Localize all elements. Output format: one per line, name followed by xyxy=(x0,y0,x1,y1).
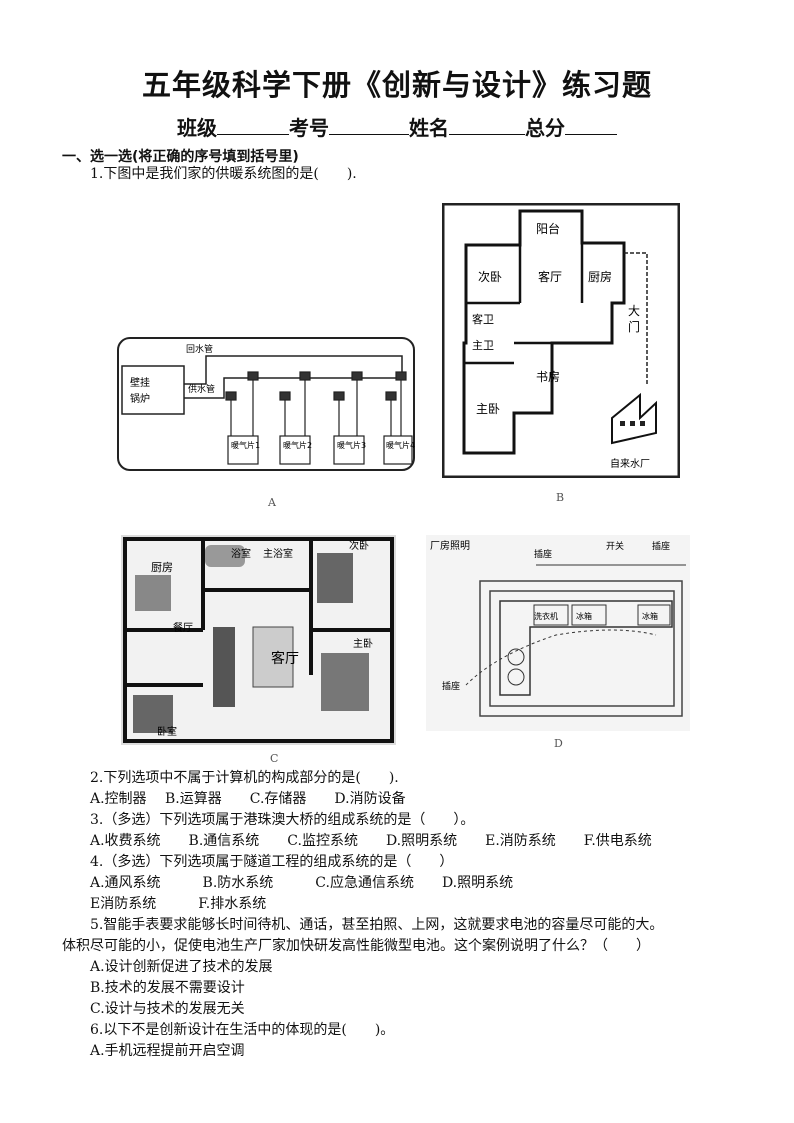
c-room-bedroom: 卧室 xyxy=(157,725,177,738)
figure-a-heating-diagram: 壁挂 锅炉 回水管 供水管 暖气片1 暖气片2 暖气片3 暖气片4 xyxy=(117,337,415,471)
question-2: 2.下列选项中不属于计算机的构成部分的是( ). xyxy=(90,770,399,786)
page-title: 五年级科学下册《创新与设计》练习题 xyxy=(141,68,652,102)
c-room-living: 客厅 xyxy=(271,650,299,667)
return-pipe-label: 回水管 xyxy=(186,343,213,355)
question-3: 3.（多选）下列选项属于港珠澳大桥的组成系统的是（ ）。 xyxy=(90,812,475,828)
question-1: 1.下图中是我们家的供暖系统图的是( ). xyxy=(90,166,357,182)
c-room-dining: 餐厅 xyxy=(173,621,193,634)
room-kitchen: 厨房 xyxy=(588,269,612,284)
room-guest-bath: 客卫 xyxy=(472,312,494,326)
exam-no-blank xyxy=(329,116,409,135)
room-study: 书房 xyxy=(536,369,560,384)
question-2-options: A.控制器 B.运算器 C.存储器 D.消防设备 xyxy=(90,791,406,807)
exam-no-label: 考号 xyxy=(289,116,329,140)
c-room-master-bath: 主浴室 xyxy=(263,547,293,560)
figure-b-caption: B xyxy=(556,491,565,504)
d-item-1: 洗衣机 xyxy=(534,611,558,621)
name-blank xyxy=(449,116,525,135)
question-4-options-row2: E消防系统 F.排水系统 xyxy=(90,896,267,912)
d-item-3: 冰箱 xyxy=(642,611,658,621)
radiator-3-label: 暖气片3 xyxy=(337,440,366,450)
question-4: 4.（多选）下列选项属于隧道工程的组成系统的是（ ） xyxy=(90,854,454,870)
question-5-option-c: C.设计与技术的发展无关 xyxy=(90,1001,245,1017)
score-label: 总分 xyxy=(525,116,565,140)
room-living: 客厅 xyxy=(538,269,562,284)
section-heading: 一、选一选(将正确的序号填到括号里) xyxy=(62,149,299,165)
door-label-2: 门 xyxy=(628,319,640,334)
d-note-4: 插座 xyxy=(442,680,460,692)
score-blank xyxy=(565,116,617,135)
figure-c-caption: C xyxy=(270,752,279,765)
door-label-1: 大 xyxy=(628,304,640,318)
d-note-2: 开关 xyxy=(606,540,624,552)
question-3-options: A.收费系统 B.通信系统 C.监控系统 D.照明系统 E.消防系统 F.供电系… xyxy=(90,833,652,849)
supply-pipe-label: 供水管 xyxy=(188,383,215,395)
room-second-bedroom: 次卧 xyxy=(478,270,502,284)
question-5-option-a: A.设计创新促进了技术的发展 xyxy=(90,959,273,975)
radiator-1-label: 暖气片1 xyxy=(231,440,260,450)
boiler-label-2: 锅炉 xyxy=(130,393,150,405)
d-item-2: 冰箱 xyxy=(576,611,592,621)
class-blank xyxy=(217,116,289,135)
water-plant-label: 自来水厂 xyxy=(610,457,650,470)
question-5-line1: 5.智能手表要求能够长时间待机、通话，甚至拍照、上网，这就要求电池的容量尽可能的… xyxy=(90,917,664,933)
c-room-bath: 浴室 xyxy=(231,547,251,560)
figure-c-furnished-plan: 厨房 浴室 主浴室 餐厅 客厅 次卧 卧室 主卧 xyxy=(121,535,396,745)
figure-d-wiring-sketch: 厂房照明 插座 开关 插座 插座 洗衣机 冰箱 冰箱 xyxy=(426,535,690,731)
student-info-line: 班级 考号 姓名 总分 xyxy=(0,112,794,141)
figure-b-floor-plan: 阳台 次卧 客厅 厨房 客卫 主卫 书房 主卧 大 门 自来水厂 xyxy=(442,203,680,478)
question-5-option-b: B.技术的发展不需要设计 xyxy=(90,980,245,996)
d-title-label: 厂房照明 xyxy=(430,539,470,552)
question-6-option-a: A.手机远程提前开启空调 xyxy=(90,1043,245,1059)
d-note-3: 插座 xyxy=(652,540,670,552)
boiler-label-1: 壁挂 xyxy=(130,376,150,389)
question-6: 6.以下不是创新设计在生活中的体现的是( )。 xyxy=(90,1022,395,1038)
room-master-bedroom: 主卧 xyxy=(476,402,500,416)
room-balcony: 阳台 xyxy=(536,221,560,236)
c-room-master-bedroom: 主卧 xyxy=(353,637,373,650)
d-note-1: 插座 xyxy=(534,548,552,560)
figure-d-caption: D xyxy=(554,737,563,750)
radiator-4-label: 暖气片4 xyxy=(386,440,415,450)
name-label: 姓名 xyxy=(409,116,449,140)
question-5-line2: 体积尽可能的小，促使电池生产厂家加快研发高性能微型电池。这个案例说明了什么？（ … xyxy=(62,938,650,954)
c-room-kitchen: 厨房 xyxy=(151,561,173,574)
c-room-second-bedroom: 次卧 xyxy=(349,539,369,552)
class-label: 班级 xyxy=(177,116,217,140)
question-4-options-row1: A.通风系统 B.防水系统 C.应急通信系统 D.照明系统 xyxy=(90,875,514,891)
figure-a-caption: A xyxy=(268,496,276,509)
radiator-2-label: 暖气片2 xyxy=(283,440,312,450)
room-master-bath: 主卫 xyxy=(472,339,494,352)
